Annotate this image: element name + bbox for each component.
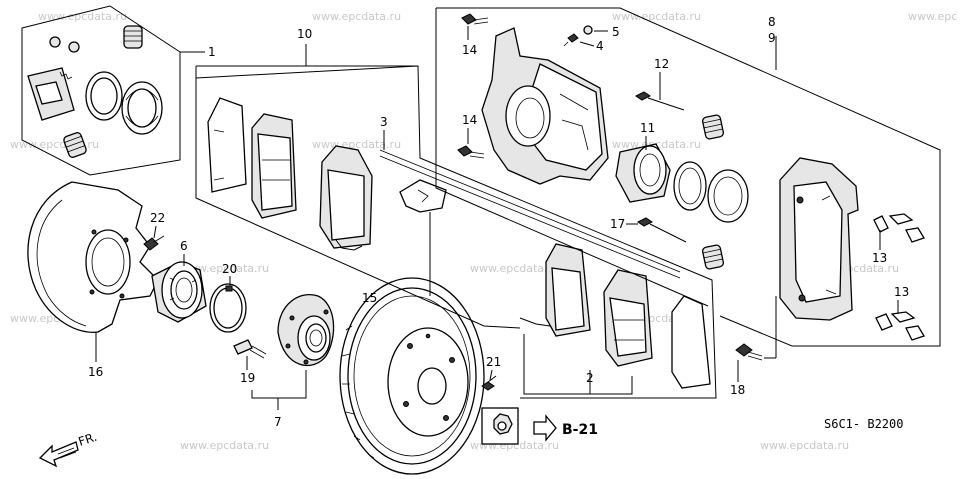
watermark: www.epcdata.ru xyxy=(312,138,401,151)
callout-3: 3 xyxy=(380,115,388,129)
callout-9: 9 xyxy=(768,31,776,45)
snap-ring xyxy=(209,283,247,333)
brake-disc xyxy=(339,277,485,475)
caliper-bracket xyxy=(779,157,859,321)
bolt-21 xyxy=(481,375,497,391)
watermark: www.epcdata.ru xyxy=(38,10,127,23)
callout-4: 4 xyxy=(596,39,604,53)
pad-set-frame xyxy=(195,44,717,399)
seal-kit-frame xyxy=(21,5,181,176)
shim-plate xyxy=(399,179,447,213)
front-direction-arrow xyxy=(38,441,79,468)
dust-boot-small xyxy=(63,132,87,158)
caliper-piston xyxy=(615,143,671,203)
callout-7: 7 xyxy=(274,415,282,429)
callout-11: 11 xyxy=(640,121,655,135)
guide-pin-lower xyxy=(637,217,687,243)
callout-2: 2 xyxy=(586,371,594,385)
bolt-22 xyxy=(143,235,165,251)
dust-shield xyxy=(27,181,159,334)
guide-pin xyxy=(635,91,685,111)
lug-nut xyxy=(481,407,519,445)
watermark: www.epcdata.ru xyxy=(760,439,849,452)
callout-16: 16 xyxy=(88,365,103,379)
grease-packet xyxy=(27,67,75,121)
brake-pad-indicator xyxy=(319,145,373,251)
callout-14a: 14 xyxy=(462,43,477,57)
callout-19: 19 xyxy=(240,371,255,385)
bleeder-cap xyxy=(49,36,61,48)
watermark: www.epc xyxy=(908,10,957,23)
brake-pad xyxy=(251,113,297,219)
diagram-code: S6C1- B2200 xyxy=(824,417,903,431)
pin-boot xyxy=(702,114,724,140)
callout-21: 21 xyxy=(486,355,501,369)
pin-boot xyxy=(702,244,724,270)
front-label: FR. xyxy=(77,430,99,449)
brake-pad-lower xyxy=(519,243,591,337)
watermark: www.epcdata.ru xyxy=(312,10,401,23)
bleeder-cap xyxy=(68,41,80,53)
callout-8: 8 xyxy=(768,15,776,29)
brake-pad-lower xyxy=(603,269,653,367)
callout-14b: 14 xyxy=(462,113,477,127)
callout-17: 17 xyxy=(610,217,625,231)
dust-boot-small xyxy=(123,25,143,49)
watermark: www.epcdata.ru xyxy=(180,262,269,275)
caliper-bolt xyxy=(461,13,489,25)
callout-12: 12 xyxy=(654,57,669,71)
callout-15: 15 xyxy=(362,291,377,305)
callout-6: 6 xyxy=(180,239,188,253)
pad-shim xyxy=(207,97,247,193)
pad-clip xyxy=(873,213,925,243)
watermark: www.epcdata.ru xyxy=(470,262,559,275)
caliper-bolt xyxy=(457,145,485,159)
bleeder-screw xyxy=(563,33,579,47)
caliper-frame xyxy=(435,7,941,347)
watermark: www.epcdata.ru xyxy=(180,439,269,452)
wheel-hub xyxy=(277,294,335,367)
wheel-bearing xyxy=(151,261,207,323)
reference-b21: B-21 xyxy=(562,422,598,438)
callout-1: 1 xyxy=(208,45,216,59)
pad-clip xyxy=(875,311,925,341)
callout-20: 20 xyxy=(222,262,237,276)
bleeder-cap-5 xyxy=(583,25,593,35)
seal-kit-group: 1 xyxy=(21,5,216,176)
pad-shim-lower xyxy=(671,295,711,389)
callout-10: 10 xyxy=(297,27,312,41)
callout-13b: 13 xyxy=(894,285,909,299)
callout-13a: 13 xyxy=(872,251,887,265)
caliper-body xyxy=(481,27,609,185)
callout-18: 18 xyxy=(730,383,745,397)
reference-arrow xyxy=(533,414,557,442)
callout-22: 22 xyxy=(150,211,165,225)
callout-5: 5 xyxy=(612,25,620,39)
bracket-bolt xyxy=(735,343,763,361)
watermark: www.epcdata.ru xyxy=(612,10,701,23)
hub-stud xyxy=(233,339,267,359)
